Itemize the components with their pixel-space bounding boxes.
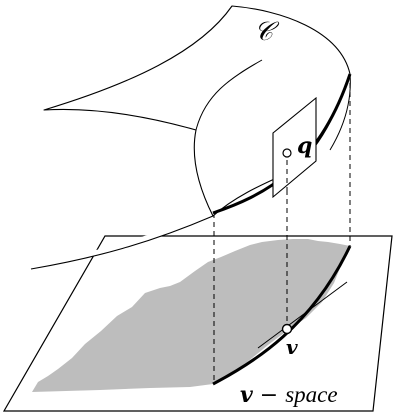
surface-rim-line <box>329 73 351 151</box>
tangent-line <box>257 281 348 349</box>
v-space-label: v − space <box>240 382 338 408</box>
point-v-marker <box>281 323 293 335</box>
local-plane-q <box>272 96 317 199</box>
v-space-label-dash: − <box>253 383 285 408</box>
v-space-plane <box>2 235 393 412</box>
v-space-label-word: space <box>285 382 337 407</box>
surface-fold-line <box>195 59 263 131</box>
point-v-label: v <box>286 335 298 359</box>
boundary-curve-v-space <box>212 245 352 386</box>
point-q-marker <box>282 148 292 158</box>
v-space-label-v: v <box>240 382 253 408</box>
point-q-label: q <box>297 133 312 159</box>
shaded-region <box>32 239 350 392</box>
